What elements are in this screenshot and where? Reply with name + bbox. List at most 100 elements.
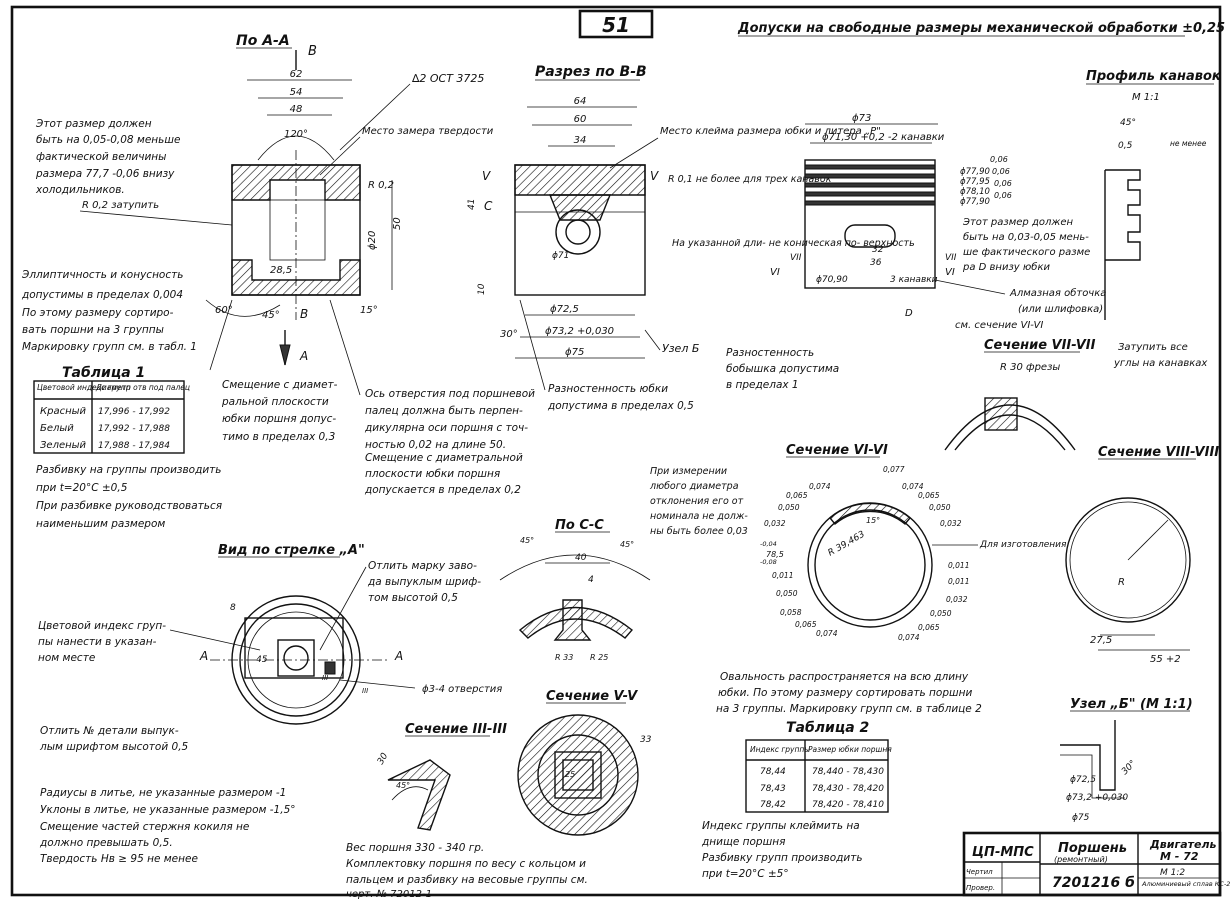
svg-text:40: 40 <box>575 553 587 563</box>
svg-text:0,050: 0,050 <box>930 609 952 618</box>
svg-text:60: 60 <box>574 114 587 125</box>
svg-text:45°: 45° <box>396 781 410 790</box>
svg-text:Алюминиевый сплав КС-243: Алюминиевый сплав КС-243 <box>1141 880 1230 888</box>
piston-side-body <box>804 159 936 289</box>
svg-text:Таблица 1: Таблица 1 <box>62 365 145 381</box>
svg-text:Алмазная обточка: Алмазная обточка <box>1009 287 1106 299</box>
section-vii-vii: Сечение VII-VII R 30 фрезы <box>944 338 1096 451</box>
section-aa: По А-А В 62 54 48 120° 28,5 50 15° 60° 4… <box>79 33 494 366</box>
svg-text:ϕ71,30 +0,2 -2 канавки: ϕ71,30 +0,2 -2 канавки <box>822 132 945 143</box>
note-offset-1: Смещение с диамет- ральной плоскости юбк… <box>209 299 338 443</box>
svg-text:Разрез по В-В: Разрез по В-В <box>535 64 647 80</box>
svg-text:не менее: не менее <box>1170 139 1207 148</box>
svg-text:33: 33 <box>640 735 652 745</box>
svg-text:должно превышать 0,5.: должно превышать 0,5. <box>39 837 173 849</box>
svg-text:0,011: 0,011 <box>772 571 793 580</box>
svg-text:ϕ72,5: ϕ72,5 <box>1070 775 1096 785</box>
svg-text:III: III <box>362 687 368 695</box>
svg-text:0,074: 0,074 <box>898 633 920 642</box>
svg-text:Красный: Красный <box>40 406 87 417</box>
svg-text:Разностенность юбки: Разностенность юбки <box>548 383 668 395</box>
svg-text:Смещение с диамет-: Смещение с диамет- <box>222 379 338 391</box>
svg-text:бобышка допустима: бобышка допустима <box>726 363 839 375</box>
svg-text:25: 25 <box>565 770 575 779</box>
svg-text:Индекс группы: Индекс группы <box>750 745 810 754</box>
svg-text:Радиусы в литье, не указанные: Радиусы в литье, не указанные размером -… <box>40 787 286 799</box>
section-vi-vi: Сечение VI-VI R 39,463 15° Для изготовле… <box>649 443 1067 715</box>
svg-text:0,065: 0,065 <box>786 491 808 500</box>
svg-text:Для изготовления: Для изготовления <box>979 540 1067 550</box>
svg-text:Твердость Нв ≥ 95 не менее: Твердость Нв ≥ 95 не менее <box>40 853 198 865</box>
svg-text:45: 45 <box>256 655 268 665</box>
sheet-number: 51 <box>602 13 630 37</box>
svg-text:в пределах 1: в пределах 1 <box>726 379 799 391</box>
svg-text:юбки поршня допус-: юбки поршня допус- <box>222 413 336 425</box>
svg-text:-0,08: -0,08 <box>760 558 777 566</box>
svg-text:7201216 б: 7201216 б <box>1052 875 1135 891</box>
tolerance-header: Допуски на свободные размеры механическо… <box>737 21 1225 36</box>
svg-text:30°: 30° <box>1120 759 1138 777</box>
svg-text:32: 32 <box>872 245 884 255</box>
svg-text:ϕ75: ϕ75 <box>565 347 584 358</box>
svg-text:Узел Б: Узел Б <box>662 342 699 355</box>
svg-text:78,43: 78,43 <box>760 784 786 794</box>
svg-text:М 1:2: М 1:2 <box>1160 868 1185 878</box>
svg-text:ЦП-МПС: ЦП-МПС <box>972 845 1034 860</box>
svg-text:черт. № 72012-1: черт. № 72012-1 <box>346 889 432 900</box>
svg-text:0,074: 0,074 <box>902 482 924 491</box>
svg-text:Разбивку на группы производить: Разбивку на группы производить <box>36 464 221 476</box>
svg-text:45°: 45° <box>520 536 534 545</box>
svg-text:Комплектовку поршня по весу с: Комплектовку поршня по весу с кольцом и <box>346 858 586 870</box>
notes-left: Эллиптичность и конусность допустимы в п… <box>21 269 197 353</box>
svg-text:Зеленый: Зеленый <box>40 440 87 451</box>
section-iii-iii: Сечение III-III 30 45° <box>376 722 507 831</box>
svg-text:На указанной дли- не коническа: На указанной дли- не коническая по- верх… <box>672 238 915 249</box>
section-aa-roughness: ∆2 ОСТ 3725 <box>411 72 484 85</box>
svg-text:ны быть более 0,03: ны быть более 0,03 <box>650 526 748 537</box>
title-block: ЦП-МПС Поршень (ремонтный) Двигатель М -… <box>962 831 1230 897</box>
svg-text:R 0,2: R 0,2 <box>368 180 394 191</box>
section-bb: Разрез по В-В 64 60 34 ϕ71 ϕ72,5 ϕ73,2 +… <box>467 64 915 391</box>
svg-text:Вид по стрелке „А": Вид по стрелке „А" <box>218 543 365 558</box>
note-size-block: Этот размер должен быть на 0,05-0,08 мен… <box>35 118 180 196</box>
svg-text:палец должна быть перпен-: палец должна быть перпен- <box>365 405 523 417</box>
svg-text:ϕ78,10: ϕ78,10 <box>960 187 990 197</box>
svg-text:R 30 фрезы: R 30 фрезы <box>1000 362 1060 373</box>
svg-text:-0,04: -0,04 <box>760 540 777 548</box>
svg-text:По этому размеру сортиро-: По этому размеру сортиро- <box>22 307 174 319</box>
svg-text:VI: VI <box>770 267 780 278</box>
section-aa-title: По А-А <box>236 33 290 49</box>
svg-text:R 25: R 25 <box>590 653 608 662</box>
svg-text:ϕ20: ϕ20 <box>367 231 378 250</box>
svg-text:Таблица 2: Таблица 2 <box>786 720 869 736</box>
groove-profile: Профиль канавок М 1:1 45° 0,5 не менее З… <box>1086 69 1222 369</box>
svg-text:ϕ73,2 +0,030: ϕ73,2 +0,030 <box>1066 793 1128 803</box>
svg-text:М - 72: М - 72 <box>1160 850 1199 863</box>
svg-text:78,44: 78,44 <box>760 767 786 777</box>
svg-text:(ремонтный): (ремонтный) <box>1054 855 1108 864</box>
svg-text:50: 50 <box>392 217 403 230</box>
svg-text:Этот размер должен: Этот размер должен <box>962 217 1074 228</box>
svg-text:0,06: 0,06 <box>990 155 1008 164</box>
svg-text:8: 8 <box>230 603 236 613</box>
svg-text:V: V <box>650 169 659 183</box>
svg-text:120°: 120° <box>284 129 308 140</box>
svg-text:ϕ73,2 +0,030: ϕ73,2 +0,030 <box>545 326 614 337</box>
svg-text:R 33: R 33 <box>555 653 573 662</box>
svg-text:V: V <box>482 169 491 183</box>
svg-text:Белый: Белый <box>40 423 74 434</box>
svg-text:углы на канавках: углы на канавках <box>1113 358 1207 369</box>
table-2: Таблица 2 Индекс группы Размер юбки порш… <box>745 720 892 813</box>
svg-text:при t=20°C ±5°: при t=20°C ±5° <box>702 868 789 880</box>
svg-text:62: 62 <box>290 69 303 80</box>
svg-text:0,050: 0,050 <box>776 589 798 598</box>
notes-bottom-left: Радиусы в литье, не указанные размером -… <box>39 787 296 865</box>
svg-text:Цветовой индекс груп-: Цветовой индекс груп- <box>38 620 166 632</box>
svg-text:Провер.: Провер. <box>966 884 995 892</box>
svg-text:Индекс группы клеймить на: Индекс группы клеймить на <box>702 820 860 832</box>
section-v-v: Сечение V-V 25 33 <box>517 689 652 836</box>
svg-text:ϕ77,90: ϕ77,90 <box>960 197 990 207</box>
svg-text:0,032: 0,032 <box>946 595 968 604</box>
svg-text:том высотой 0,5: том высотой 0,5 <box>368 592 458 604</box>
notes-split: Разбивку на группы производить при t=20°… <box>36 464 222 530</box>
